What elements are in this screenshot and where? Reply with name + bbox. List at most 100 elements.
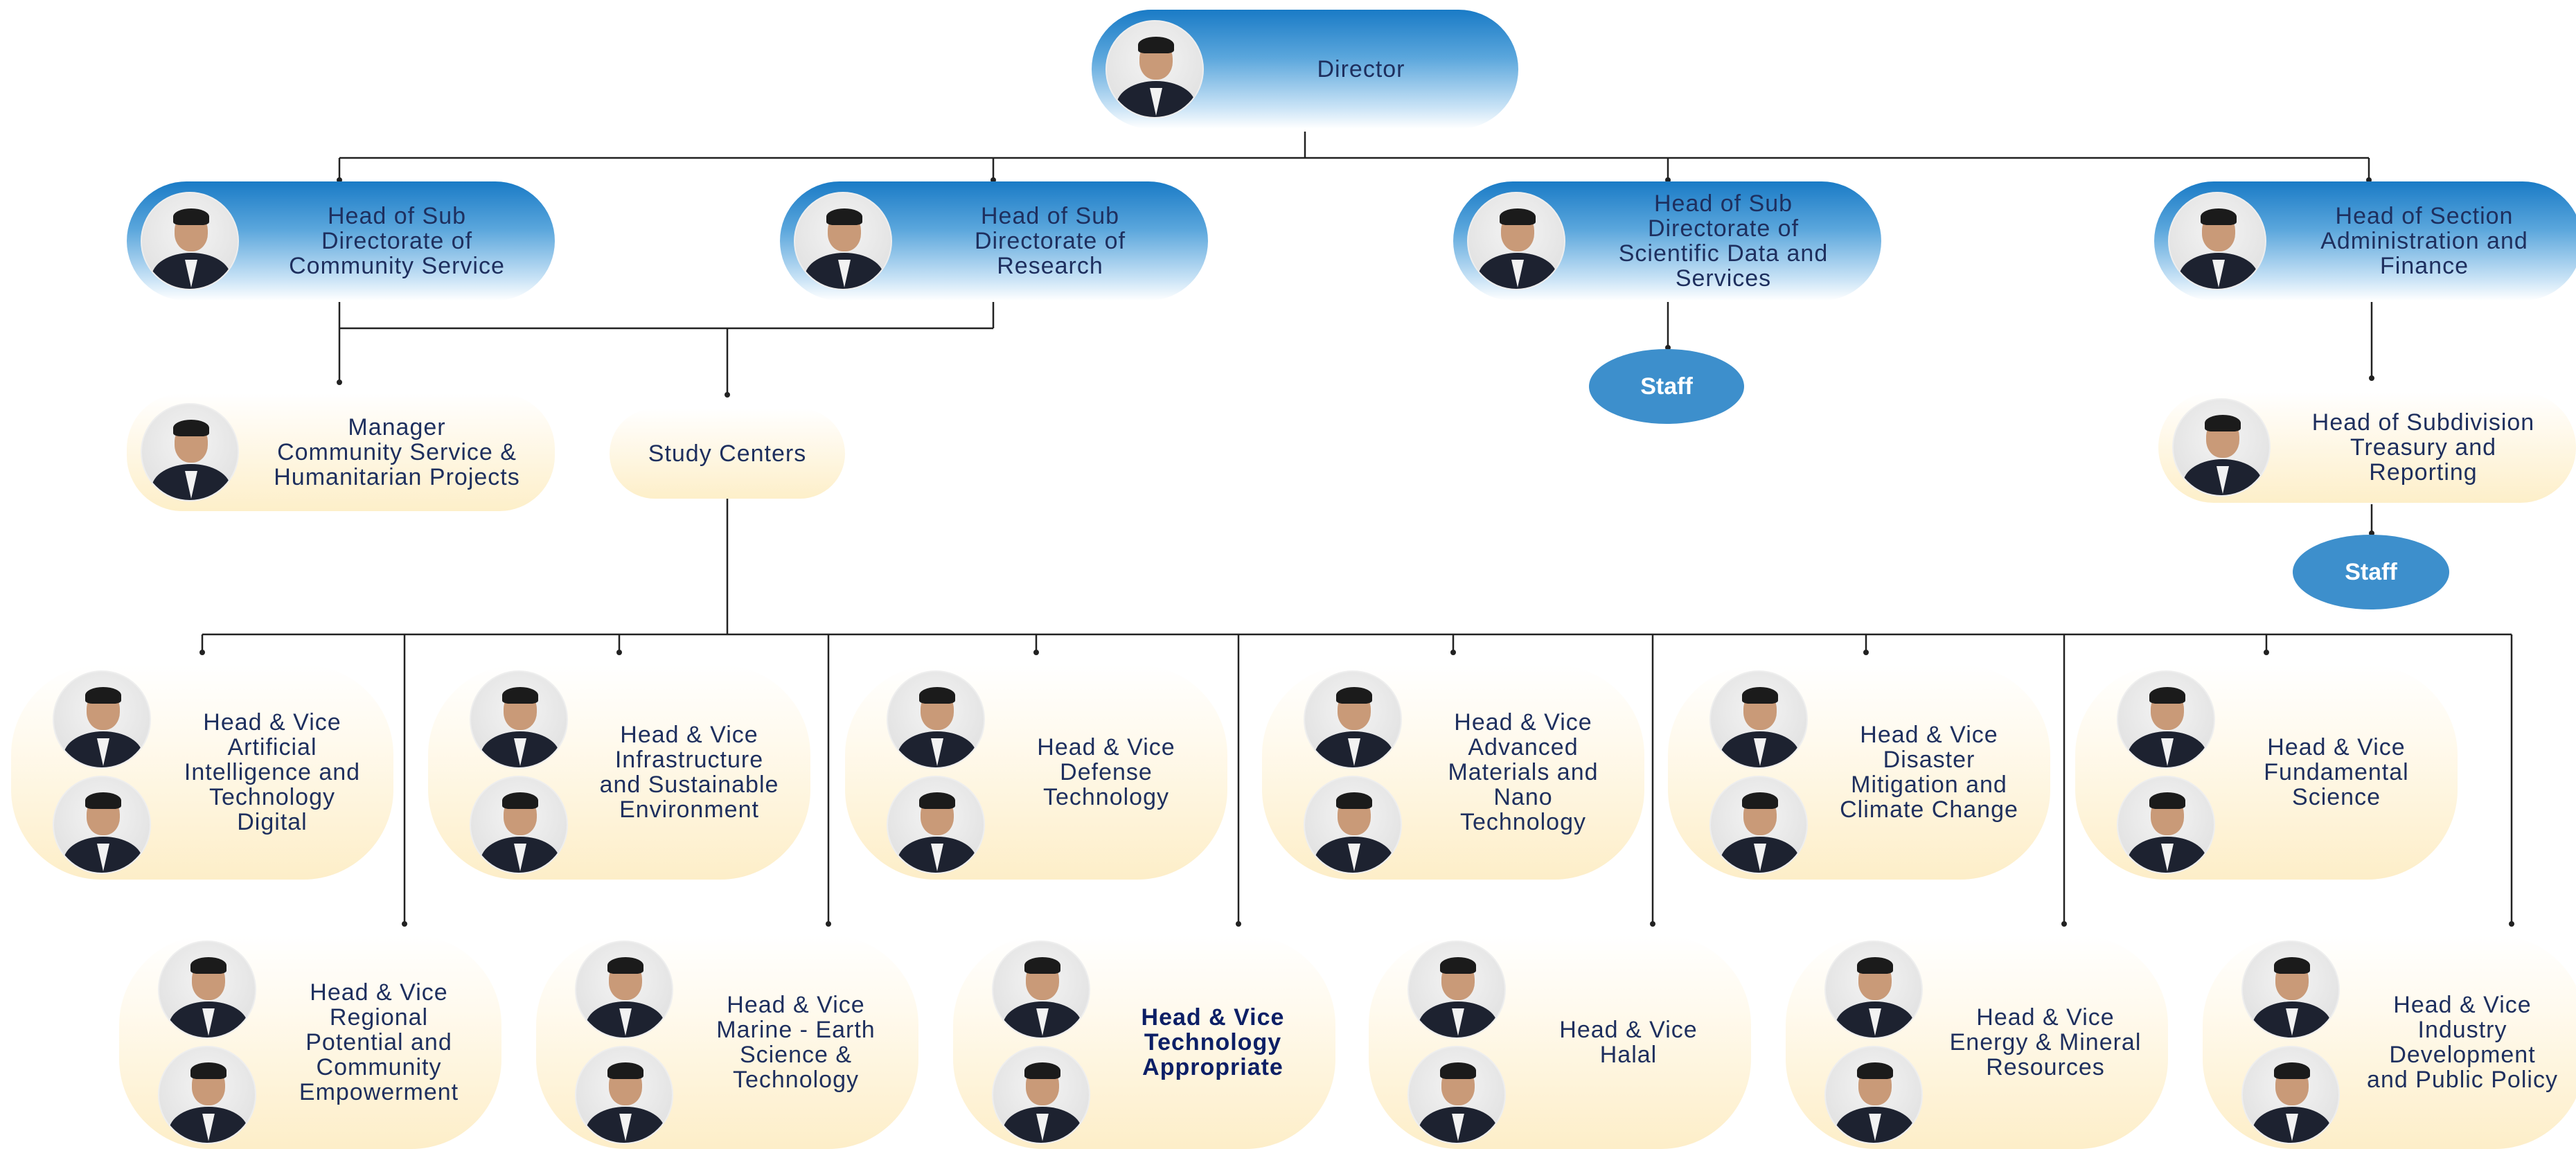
center-row2-4-label: Head & Vice Halal: [1559, 1016, 1698, 1068]
person-photo: [794, 192, 892, 290]
manager-node: Manager Community Service & Humanitarian…: [127, 393, 555, 511]
research-node-label: Head of Sub Directorate of Research: [974, 203, 1126, 279]
center-row2-5-label: Head & Vice Energy & Mineral Resources: [1949, 1004, 2142, 1080]
head-vice-photos: [2117, 670, 2215, 874]
center-row1-5-label: Head & Vice Disaster Mitigation and Clim…: [1840, 722, 2018, 823]
connector-endpoint: [1033, 650, 1039, 655]
vice-photo: [1824, 1045, 1923, 1144]
center-row1-2-label: Head & Vice Infrastructure and Sustainab…: [599, 722, 779, 823]
center-row2-1: Head & Vice Regional Potential and Commu…: [119, 935, 501, 1149]
head-vice-photos: [470, 670, 568, 874]
center-row1-6: Head & Vice Fundamental Science: [2075, 665, 2458, 880]
connector-endpoint: [1650, 921, 1655, 927]
connector-endpoint: [1863, 650, 1869, 655]
head-photo: [1407, 940, 1506, 1039]
head-vice-photos: [887, 670, 985, 874]
administration-finance-node-label: Head of Section Administration and Finan…: [2320, 203, 2528, 279]
person-photo: [2172, 398, 2271, 497]
person-photo: [141, 403, 239, 501]
scientific-data-node: Head of Sub Directorate of Scientific Da…: [1453, 181, 1881, 301]
connector-endpoint: [616, 650, 622, 655]
treasury-node-label: Head of Subdivision Treasury and Reporti…: [2311, 409, 2535, 486]
community-service-node-label: Head of Sub Directorate of Community Ser…: [289, 203, 505, 279]
head-photo: [1824, 940, 1923, 1039]
head-photo: [470, 670, 568, 769]
connector-endpoint: [337, 380, 342, 385]
vice-photo: [887, 776, 985, 874]
connector-endpoint: [2509, 921, 2514, 927]
center-row2-2: Head & Vice Marine - Earth Science & Tec…: [536, 935, 918, 1149]
center-row1-3-label: Head & Vice Defense Technology: [1037, 734, 1175, 810]
person-photo: [141, 192, 239, 290]
center-row1-4-label: Head & Vice Advanced Materials and Nano …: [1448, 709, 1599, 835]
connector-endpoint: [2369, 375, 2374, 381]
head-vice-photos: [53, 670, 151, 874]
person-photo: [2168, 192, 2266, 290]
head-vice-photos: [1824, 940, 1923, 1144]
center-row2-6-label: Head & Vice Industry Development and Pub…: [2367, 991, 2558, 1093]
center-row2-1-label: Head & Vice Regional Potential and Commu…: [299, 979, 459, 1105]
staff-treasury-node: Staff: [2293, 535, 2449, 609]
study-centers-node: Study Centers: [610, 409, 845, 499]
vice-photo: [1304, 776, 1402, 874]
center-row1-6-label: Head & Vice Fundamental Science: [2264, 734, 2409, 810]
center-row1-4: Head & Vice Advanced Materials and Nano …: [1262, 665, 1644, 880]
study-centers-node-label: Study Centers: [648, 440, 807, 467]
director-node-label: Director: [1317, 56, 1405, 82]
head-photo: [2241, 940, 2340, 1039]
connector-endpoint: [1450, 650, 1456, 655]
person-photo: [141, 192, 239, 290]
vice-photo: [992, 1045, 1090, 1144]
vice-photo: [1407, 1045, 1506, 1144]
head-photo: [992, 940, 1090, 1039]
head-vice-photos: [575, 940, 673, 1144]
connector-endpoint: [2061, 921, 2067, 927]
center-row2-3: Head & Vice Technology Appropriate: [953, 935, 1335, 1149]
community-service-node: Head of Sub Directorate of Community Ser…: [127, 181, 555, 301]
head-vice-photos: [1407, 940, 1506, 1144]
center-row1-1-label: Head & Vice Artificial Intelligence and …: [184, 709, 361, 835]
head-vice-photos: [992, 940, 1090, 1144]
vice-photo: [158, 1045, 256, 1144]
head-photo: [2117, 670, 2215, 769]
head-photo: [887, 670, 985, 769]
center-row2-3-label: Head & Vice Technology Appropriate: [1141, 1004, 1285, 1080]
head-vice-photos: [2241, 940, 2340, 1144]
center-row1-2: Head & Vice Infrastructure and Sustainab…: [428, 665, 810, 880]
person-photo: [2168, 192, 2266, 290]
center-row1-5: Head & Vice Disaster Mitigation and Clim…: [1668, 665, 2050, 880]
head-photo: [1709, 670, 1808, 769]
head-photo: [53, 670, 151, 769]
connector-endpoint: [1236, 921, 1241, 927]
person-photo: [1105, 20, 1204, 118]
person-photo: [794, 192, 892, 290]
center-row2-2-label: Head & Vice Marine - Earth Science & Tec…: [716, 991, 876, 1093]
research-node: Head of Sub Directorate of Research: [780, 181, 1208, 301]
vice-photo: [470, 776, 568, 874]
connector-endpoint: [826, 921, 831, 927]
administration-finance-node: Head of Section Administration and Finan…: [2154, 181, 2576, 301]
treasury-node: Head of Subdivision Treasury and Reporti…: [2158, 392, 2576, 503]
head-photo: [158, 940, 256, 1039]
head-vice-photos: [1304, 670, 1402, 874]
vice-photo: [2117, 776, 2215, 874]
center-row1-3: Head & Vice Defense Technology: [845, 665, 1227, 880]
center-row2-5: Head & Vice Energy & Mineral Resources: [1786, 935, 2168, 1149]
connector-endpoint: [402, 921, 407, 927]
vice-photo: [1709, 776, 1808, 874]
person-photo: [1105, 20, 1204, 118]
director-node: Director: [1092, 10, 1518, 129]
center-row1-1: Head & Vice Artificial Intelligence and …: [11, 665, 393, 880]
connector-endpoint: [2264, 650, 2269, 655]
head-photo: [575, 940, 673, 1039]
scientific-data-node-label: Head of Sub Directorate of Scientific Da…: [1618, 190, 1829, 292]
head-photo: [1304, 670, 1402, 769]
head-vice-photos: [158, 940, 256, 1144]
manager-node-label: Manager Community Service & Humanitarian…: [274, 414, 520, 490]
head-vice-photos: [1709, 670, 1808, 874]
vice-photo: [2241, 1045, 2340, 1144]
person-photo: [1467, 192, 1565, 290]
center-row2-6: Head & Vice Industry Development and Pub…: [2203, 935, 2576, 1149]
